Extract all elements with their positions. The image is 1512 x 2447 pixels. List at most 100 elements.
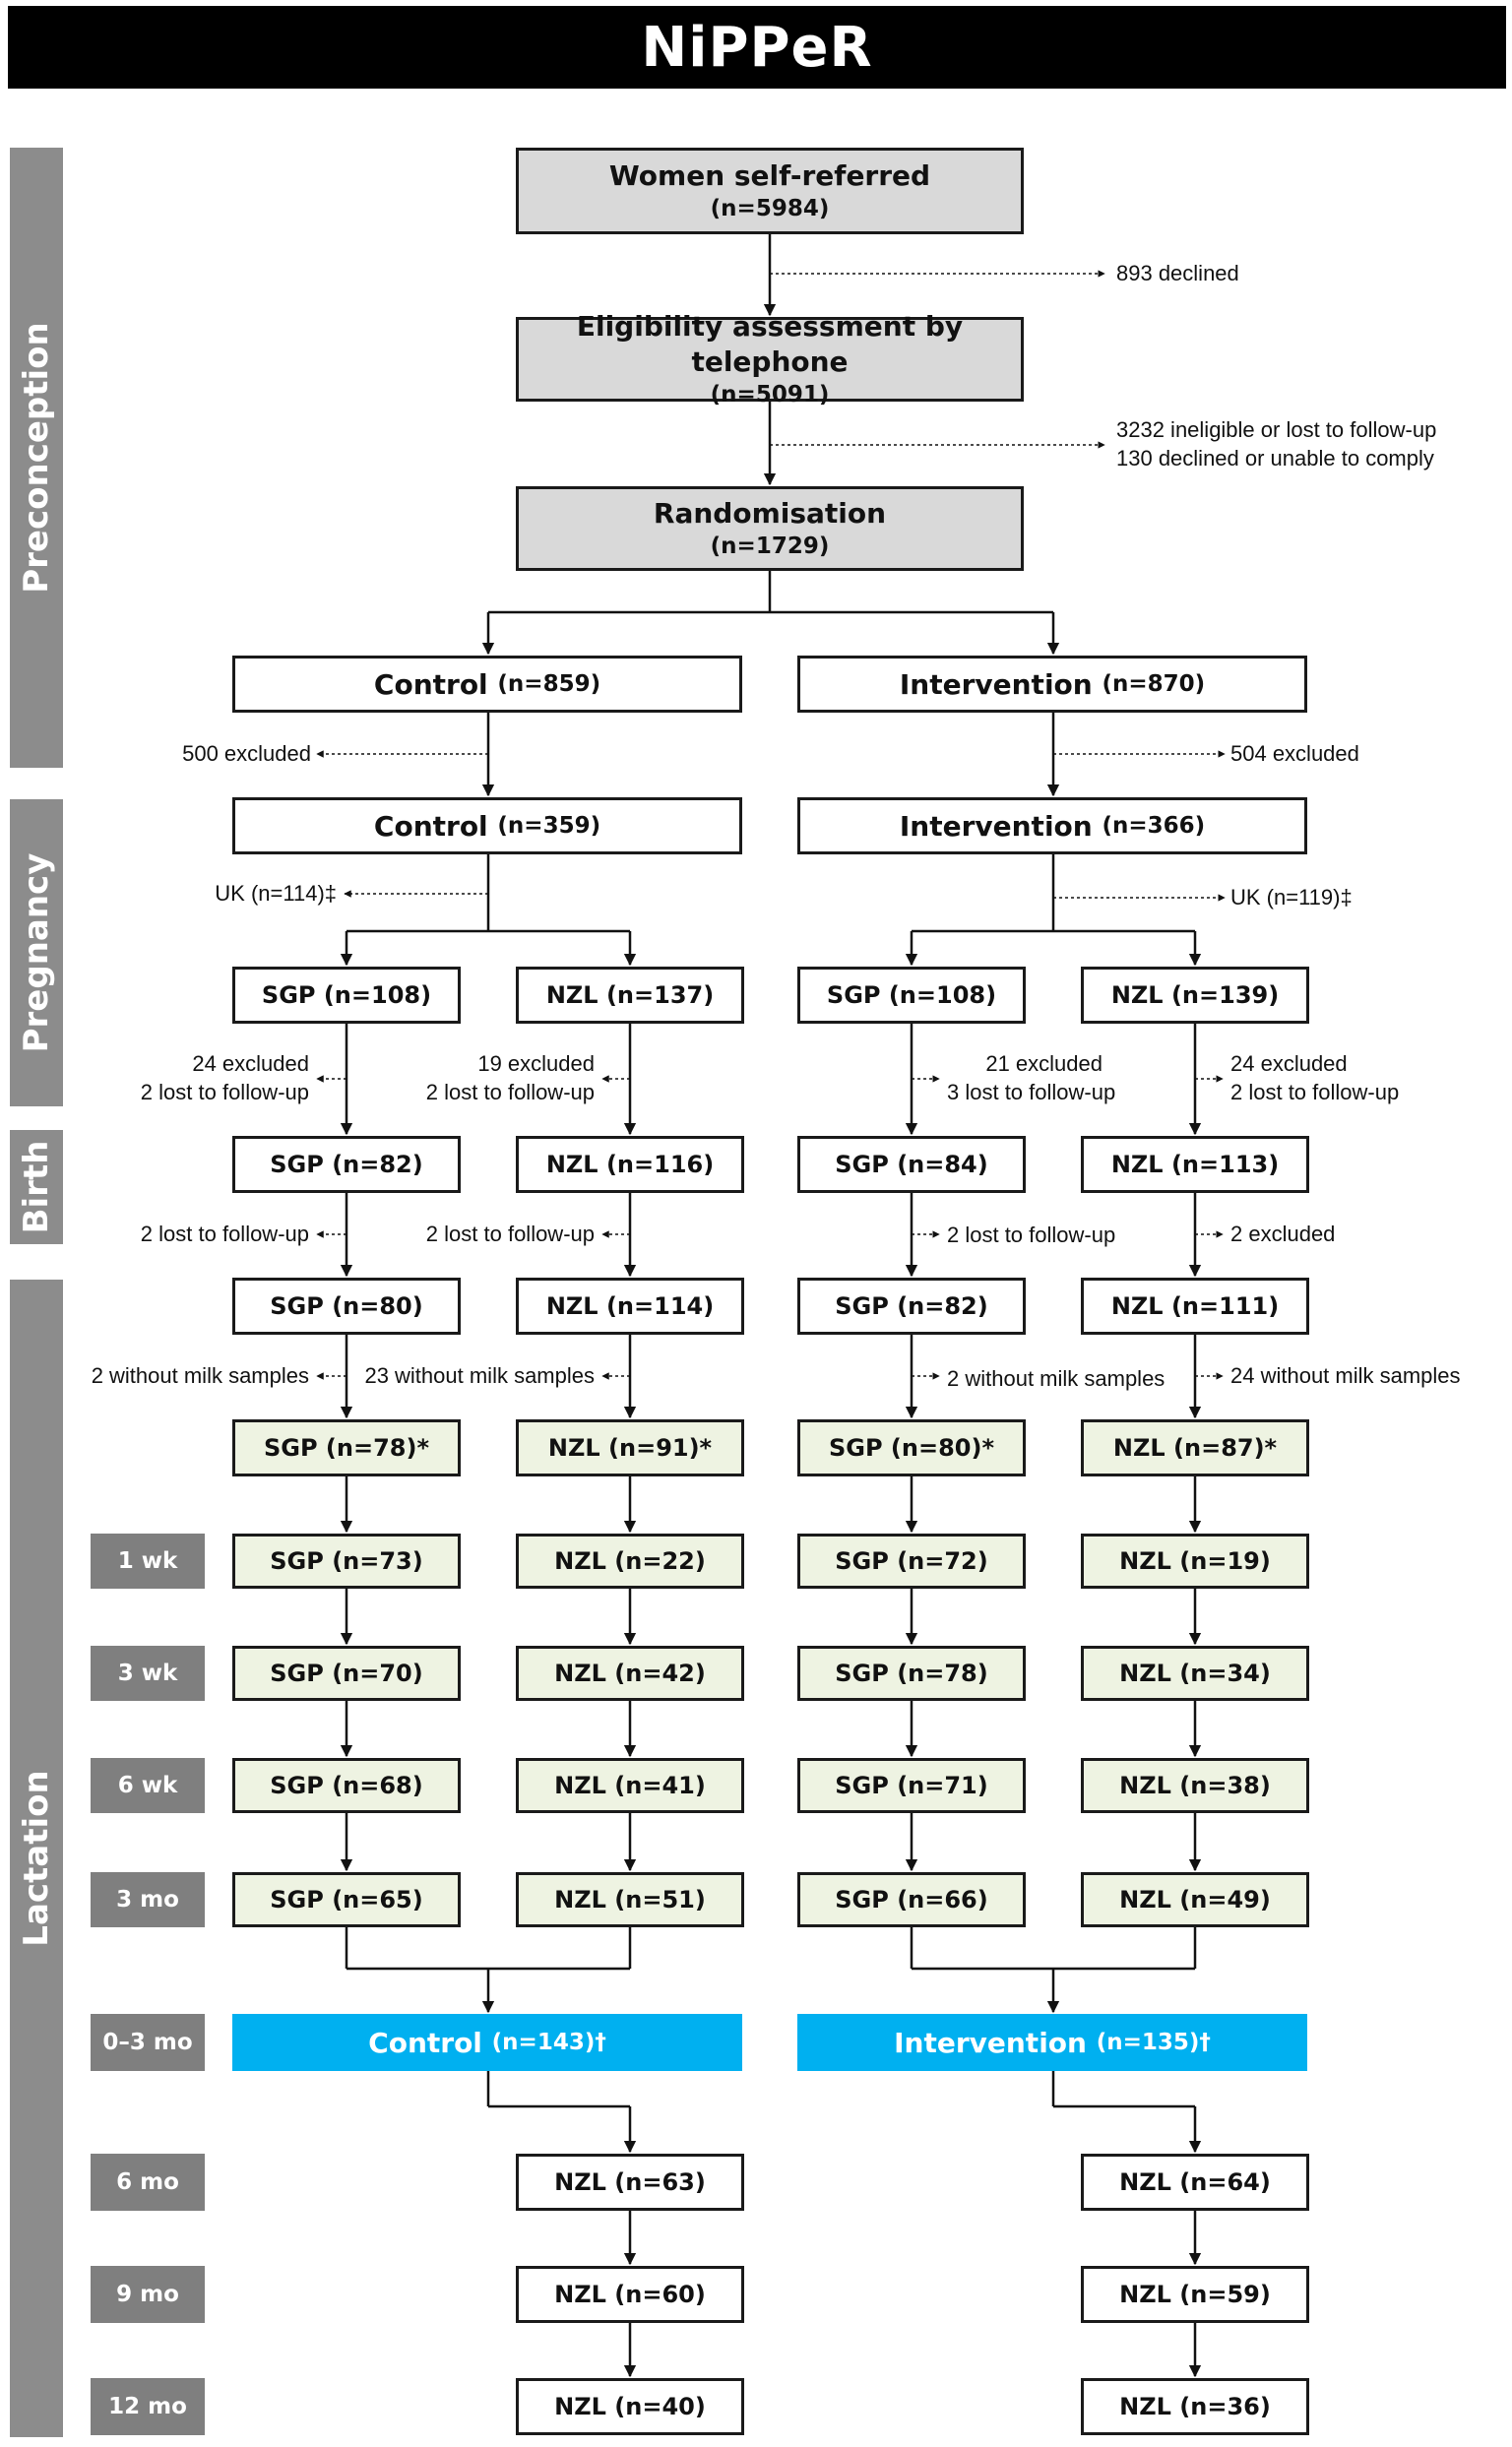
- nzl-control-1wk: NZL (n=22): [516, 1534, 744, 1589]
- nzl-intervention-12mo: NZL (n=36): [1081, 2378, 1309, 2435]
- control-uk-note: UK (n=114)‡: [215, 881, 337, 906]
- sgp-control-postbirth: SGP (n=80): [232, 1278, 461, 1335]
- preg-loss-note: 19 excluded: [477, 1051, 595, 1076]
- control-pooled-box: Control (n=143)†: [232, 2014, 742, 2071]
- preg-loss-note: 2 lost to follow-up: [425, 1080, 595, 1104]
- arm-count: (n=143)†: [491, 2030, 606, 2055]
- declined-note: 893 declined: [1116, 261, 1239, 285]
- nzl-control-3mo: NZL (n=51): [516, 1872, 744, 1927]
- control-arm-box: Control (n=859): [232, 656, 742, 713]
- timepoint-12mo: 12 mo: [91, 2378, 205, 2435]
- box-label: Randomisation: [653, 497, 887, 530]
- phase-birth: Birth: [10, 1130, 63, 1244]
- preg-loss-note: 2 lost to follow-up: [1230, 1080, 1400, 1104]
- birth-loss-note: 2 excluded: [1230, 1222, 1336, 1246]
- nzl-intervention-birth: NZL (n=113): [1081, 1136, 1309, 1193]
- phase-lactation: Lactation: [10, 1280, 63, 2437]
- nzl-control-6mo: NZL (n=63): [516, 2154, 744, 2211]
- sgp-control-3mo: SGP (n=65): [232, 1872, 461, 1927]
- declined-comply-note: 130 declined or unable to comply: [1116, 446, 1434, 471]
- sgp-intervention-3mo: SGP (n=66): [797, 1872, 1026, 1927]
- arm-label: Control: [373, 667, 488, 701]
- timepoint-6mo: 6 mo: [91, 2154, 205, 2211]
- nzl-intervention-6mo: NZL (n=64): [1081, 2154, 1309, 2211]
- timepoint-6wk: 6 wk: [91, 1758, 205, 1813]
- timepoint-3wk: 3 wk: [91, 1646, 205, 1701]
- arm-count: (n=870): [1102, 671, 1206, 697]
- nzl-intervention-1wk: NZL (n=19): [1081, 1534, 1309, 1589]
- control-pregnancy-box: Control (n=359): [232, 797, 742, 854]
- sgp-control-milk: SGP (n=78)*: [232, 1419, 461, 1476]
- birth-loss-note: 2 lost to follow-up: [140, 1222, 309, 1246]
- timepoint-0-3mo: 0–3 mo: [91, 2014, 205, 2071]
- milk-note: 24 without milk samples: [1230, 1363, 1461, 1388]
- milk-note: 23 without milk samples: [364, 1363, 595, 1388]
- control-excluded-note: 500 excluded: [182, 741, 311, 766]
- intervention-uk-note: UK (n=119)‡: [1230, 885, 1353, 910]
- nzl-intervention-3mo: NZL (n=49): [1081, 1872, 1309, 1927]
- nzl-intervention-6wk: NZL (n=38): [1081, 1758, 1309, 1813]
- timepoint-1wk: 1 wk: [91, 1534, 205, 1589]
- sgp-intervention-birth: SGP (n=84): [797, 1136, 1026, 1193]
- arm-label: Intervention: [899, 809, 1093, 843]
- arm-count: (n=135)†: [1096, 2030, 1211, 2055]
- self-referred-box: Women self-referred (n=5984): [516, 148, 1024, 234]
- sgp-intervention-3wk: SGP (n=78): [797, 1646, 1026, 1701]
- sgp-intervention-1wk: SGP (n=72): [797, 1534, 1026, 1589]
- box-count: (n=5984): [710, 196, 830, 221]
- arm-label: Intervention: [899, 667, 1093, 701]
- sgp-intervention-postbirth: SGP (n=82): [797, 1278, 1026, 1335]
- timepoint-9mo: 9 mo: [91, 2266, 205, 2323]
- nzl-intervention-postbirth: NZL (n=111): [1081, 1278, 1309, 1335]
- arm-label: Intervention: [894, 2026, 1087, 2059]
- preg-loss-note: 24 excluded: [1230, 1051, 1348, 1076]
- ineligible-note: 3232 ineligible or lost to follow-up: [1116, 417, 1437, 442]
- sgp-control-birth: SGP (n=82): [232, 1136, 461, 1193]
- arm-label: Control: [368, 2026, 482, 2059]
- nzl-control-12mo: NZL (n=40): [516, 2378, 744, 2435]
- sgp-control-1wk: SGP (n=73): [232, 1534, 461, 1589]
- intervention-pregnancy-box: Intervention (n=366): [797, 797, 1307, 854]
- nzl-control-postbirth: NZL (n=114): [516, 1278, 744, 1335]
- nzl-intervention-9mo: NZL (n=59): [1081, 2266, 1309, 2323]
- preg-loss-note: 3 lost to follow-up: [947, 1080, 1116, 1104]
- timepoint-3mo: 3 mo: [91, 1872, 205, 1927]
- intervention-arm-box: Intervention (n=870): [797, 656, 1307, 713]
- birth-loss-note: 2 lost to follow-up: [947, 1223, 1116, 1247]
- birth-loss-note: 2 lost to follow-up: [425, 1222, 595, 1246]
- preg-loss-note: 21 excluded: [985, 1051, 1102, 1076]
- sgp-control-preg: SGP (n=108): [232, 967, 461, 1024]
- nzl-control-preg: NZL (n=137): [516, 967, 744, 1024]
- box-label: Eligibility assessment by telephone: [576, 310, 964, 378]
- randomisation-box: Randomisation (n=1729): [516, 486, 1024, 571]
- milk-note: 2 without milk samples: [91, 1363, 309, 1388]
- nzl-intervention-preg: NZL (n=139): [1081, 967, 1309, 1024]
- arm-label: Control: [373, 809, 488, 843]
- sgp-intervention-preg: SGP (n=108): [797, 967, 1026, 1024]
- intervention-excluded-note: 504 excluded: [1230, 741, 1359, 766]
- sgp-control-6wk: SGP (n=68): [232, 1758, 461, 1813]
- box-label: Women self-referred: [608, 159, 931, 192]
- nzl-intervention-3wk: NZL (n=34): [1081, 1646, 1309, 1701]
- nzl-control-3wk: NZL (n=42): [516, 1646, 744, 1701]
- box-count: (n=1729): [710, 533, 830, 559]
- arm-count: (n=859): [497, 671, 601, 697]
- sgp-control-3wk: SGP (n=70): [232, 1646, 461, 1701]
- milk-note: 2 without milk samples: [947, 1366, 1166, 1391]
- phase-preconception: Preconception: [10, 148, 63, 768]
- phase-pregnancy: Pregnancy: [10, 799, 63, 1106]
- nzl-intervention-milk: NZL (n=87)*: [1081, 1419, 1309, 1476]
- preg-loss-note: 2 lost to follow-up: [140, 1080, 309, 1104]
- intervention-pooled-box: Intervention (n=135)†: [797, 2014, 1307, 2071]
- nzl-control-6wk: NZL (n=41): [516, 1758, 744, 1813]
- diagram-title: NiPPeR: [8, 6, 1506, 89]
- nzl-control-9mo: NZL (n=60): [516, 2266, 744, 2323]
- eligibility-box: Eligibility assessment by telephone (n=5…: [516, 310, 1024, 408]
- box-count: (n=5091): [710, 382, 830, 408]
- arm-count: (n=359): [497, 813, 601, 839]
- preg-loss-note: 24 excluded: [192, 1051, 309, 1076]
- nzl-control-milk: NZL (n=91)*: [516, 1419, 744, 1476]
- nzl-control-birth: NZL (n=116): [516, 1136, 744, 1193]
